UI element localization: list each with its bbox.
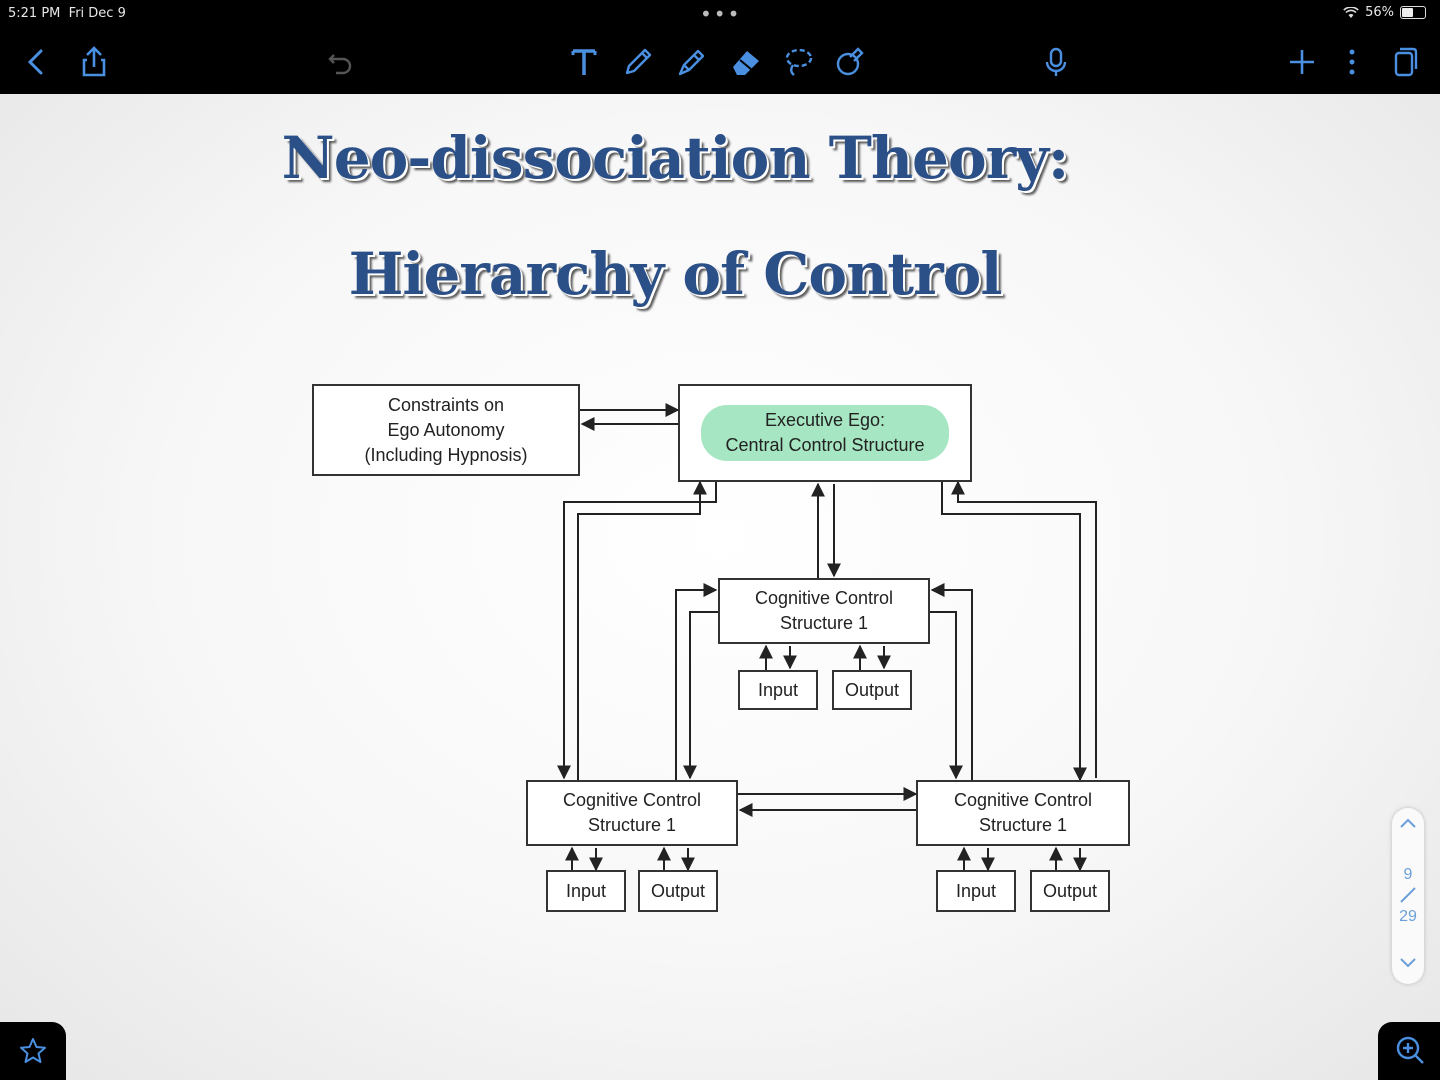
document-page[interactable]: Neo-dissociation Theory: Hierarchy of Co… [0,94,1440,1080]
ccs-left-box: Cognitive Control Structure 1 [526,780,738,846]
executive-line2: Central Control Structure [725,435,925,455]
current-page: 9 [1403,866,1413,883]
ccs-top-input: Input [738,670,818,710]
lasso-icon[interactable] [778,42,818,82]
slide-title-line2: Hierarchy of Control [348,240,1003,308]
back-icon[interactable] [16,42,56,82]
status-bar: 5:21 PM Fri Dec 9 ••• 56% [0,0,1440,30]
ccs-top-output: Output [832,670,912,710]
ccs-top-line1: Cognitive Control [754,588,894,608]
ccs-left-line2: Structure 1 [587,815,677,835]
eraser-icon[interactable] [726,42,766,82]
ccs-right-line1: Cognitive Control [953,790,1093,810]
executive-ego-highlight: Executive Ego: Central Control Structure [701,405,949,461]
page-up-chevron-icon[interactable] [1392,812,1424,840]
status-time: 5:21 PM Fri Dec 9 [8,6,126,21]
total-pages: 29 [1399,908,1417,925]
constraints-line1: Constraints on [387,394,505,415]
page-separator-icon [1400,887,1416,903]
constraints-box: Constraints on Ego Autonomy (Including H… [312,384,580,476]
battery-percent: 56% [1365,5,1394,20]
page-down-chevron-icon[interactable] [1392,952,1424,980]
ccs-right-output: Output [1030,870,1110,912]
ccs-top-line2: Structure 1 [779,613,869,633]
favorite-button[interactable] [0,1022,66,1080]
ccs-top-box: Cognitive Control Structure 1 [718,578,930,644]
highlighter-icon[interactable] [672,42,712,82]
ccs-left-input: Input [546,870,626,912]
pen-icon[interactable] [618,42,658,82]
executive-line1: Executive Ego: [764,410,886,430]
pages-icon[interactable] [1384,42,1424,82]
battery-icon [1400,6,1426,19]
ccs-right-input: Input [936,870,1016,912]
microphone-icon[interactable] [1036,42,1076,82]
constraints-line2: Ego Autonomy [387,419,505,440]
wifi-icon [1343,6,1359,18]
zoom-in-icon [1396,1036,1424,1064]
more-icon[interactable] [1332,42,1372,82]
star-icon [20,1038,46,1063]
slide-title-line1: Neo-dissociation Theory: [281,124,1070,192]
ccs-right-box: Cognitive Control Structure 1 [916,780,1130,846]
multitask-dots-icon[interactable]: ••• [700,2,742,26]
ccs-left-output: Output [638,870,718,912]
zoom-button[interactable] [1378,1022,1440,1080]
constraints-line3: (Including Hypnosis) [364,444,528,465]
undo-icon[interactable] [320,42,360,82]
executive-ego-box: Executive Ego: Central Control Structure [678,384,972,482]
text-tool-icon[interactable] [564,42,604,82]
toolbar [0,30,1440,94]
ccs-right-line2: Structure 1 [978,815,1068,835]
share-icon[interactable] [74,42,114,82]
diagram-connectors [557,403,1097,872]
shapes-icon[interactable] [830,42,870,82]
add-icon[interactable] [1282,42,1322,82]
ccs-left-line1: Cognitive Control [562,790,702,810]
page-navigator[interactable]: 9 29 [1392,808,1424,984]
